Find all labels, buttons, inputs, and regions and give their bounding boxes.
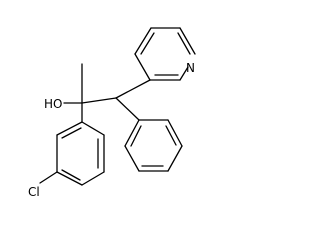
chlorophenyl-double-bond bbox=[61, 127, 82, 139]
bond-c-cl bbox=[39, 171, 58, 184]
chemical-structure-diagram: HO Cl N bbox=[28, 27, 196, 199]
phenyl-bond bbox=[167, 145, 183, 172]
bond-c2-phenyl bbox=[115, 97, 140, 121]
chlorophenyl-bond bbox=[56, 121, 83, 136]
backbone-bonds bbox=[63, 63, 151, 123]
chlorophenyl-bond bbox=[81, 171, 105, 186]
chlorophenyl-bond bbox=[56, 171, 83, 186]
pyridine-nitrogen-label: N bbox=[186, 61, 195, 75]
pyridine-bond bbox=[179, 27, 196, 55]
phenyl-double-bond bbox=[130, 125, 142, 147]
chlorophenyl-bond bbox=[81, 121, 105, 136]
chlorophenyl-ring bbox=[39, 121, 105, 186]
pyridine-bond bbox=[134, 27, 152, 55]
pyridine-double-bond bbox=[140, 32, 155, 55]
phenyl-double-bond bbox=[165, 125, 177, 146]
hydroxyl-label: HO bbox=[44, 97, 62, 111]
phenyl-ring bbox=[124, 119, 183, 172]
chlorine-label: Cl bbox=[28, 185, 40, 199]
pyridine-bond bbox=[179, 66, 189, 81]
chlorophenyl-double-bond bbox=[61, 169, 81, 181]
bond-c1-c2 bbox=[81, 97, 117, 104]
phenyl-bond bbox=[167, 119, 183, 147]
phenyl-bond bbox=[124, 145, 140, 172]
pyridine-bond bbox=[134, 53, 151, 81]
phenyl-bond bbox=[124, 119, 140, 147]
pyridine-double-bond bbox=[177, 32, 191, 55]
bond-c2-pyridine bbox=[115, 79, 151, 99]
pyridine-ring bbox=[134, 27, 196, 81]
